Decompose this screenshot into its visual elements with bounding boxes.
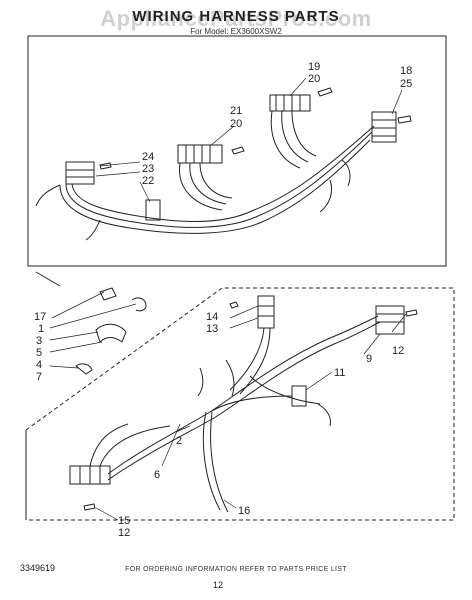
callout: 22 (142, 175, 154, 187)
lower-harness-wires (89, 315, 381, 513)
page-number: 12 (213, 580, 224, 590)
leader-lines (49, 77, 407, 521)
connector-21 (177, 144, 245, 164)
callout: 7 (36, 371, 42, 383)
connector-11 (291, 385, 307, 407)
callout: 17 (34, 311, 46, 323)
page-title: WIRING HARNESS PARTS (132, 8, 340, 25)
document-number: 3349619 (20, 563, 56, 573)
connector-19 (269, 87, 333, 112)
connector-9 (375, 305, 418, 335)
connector-14 (257, 295, 275, 329)
lower-panel-frame (25, 287, 455, 521)
model-number: For Model: EX3600XSW2 (190, 27, 282, 36)
callout: 18 (400, 65, 412, 77)
callout: 5 (36, 347, 42, 359)
ordering-note: FOR ORDERING INFORMATION REFER TO PARTS … (125, 566, 347, 573)
callout: 3 (36, 335, 42, 347)
connector-15 (69, 465, 111, 511)
callout: 11 (334, 367, 345, 379)
callout: 23 (142, 163, 154, 175)
callout: 12 (118, 527, 130, 539)
callout: 1 (38, 323, 44, 335)
callout: 20 (230, 118, 242, 130)
upper-panel-frame (27, 35, 447, 267)
callout: 14 (206, 311, 218, 323)
callout: 6 (154, 469, 160, 481)
callout: 2 (176, 435, 182, 447)
callout: 21 (230, 105, 242, 117)
connector-18 (371, 111, 412, 143)
watermark: AppliancePartsPros.com (100, 6, 372, 31)
upper-harness-wires (35, 110, 375, 241)
callout: 25 (400, 78, 412, 90)
callout: 13 (206, 323, 218, 335)
callout: 24 (142, 151, 154, 163)
callout: 20 (308, 73, 320, 85)
small-parts (75, 287, 239, 375)
callout: 4 (36, 359, 42, 371)
callout: 16 (238, 505, 250, 517)
callout: 9 (366, 353, 372, 365)
callout: 12 (392, 345, 404, 357)
connector-24 (65, 161, 161, 221)
callout: 19 (308, 61, 320, 73)
callout: 15 (118, 515, 130, 527)
